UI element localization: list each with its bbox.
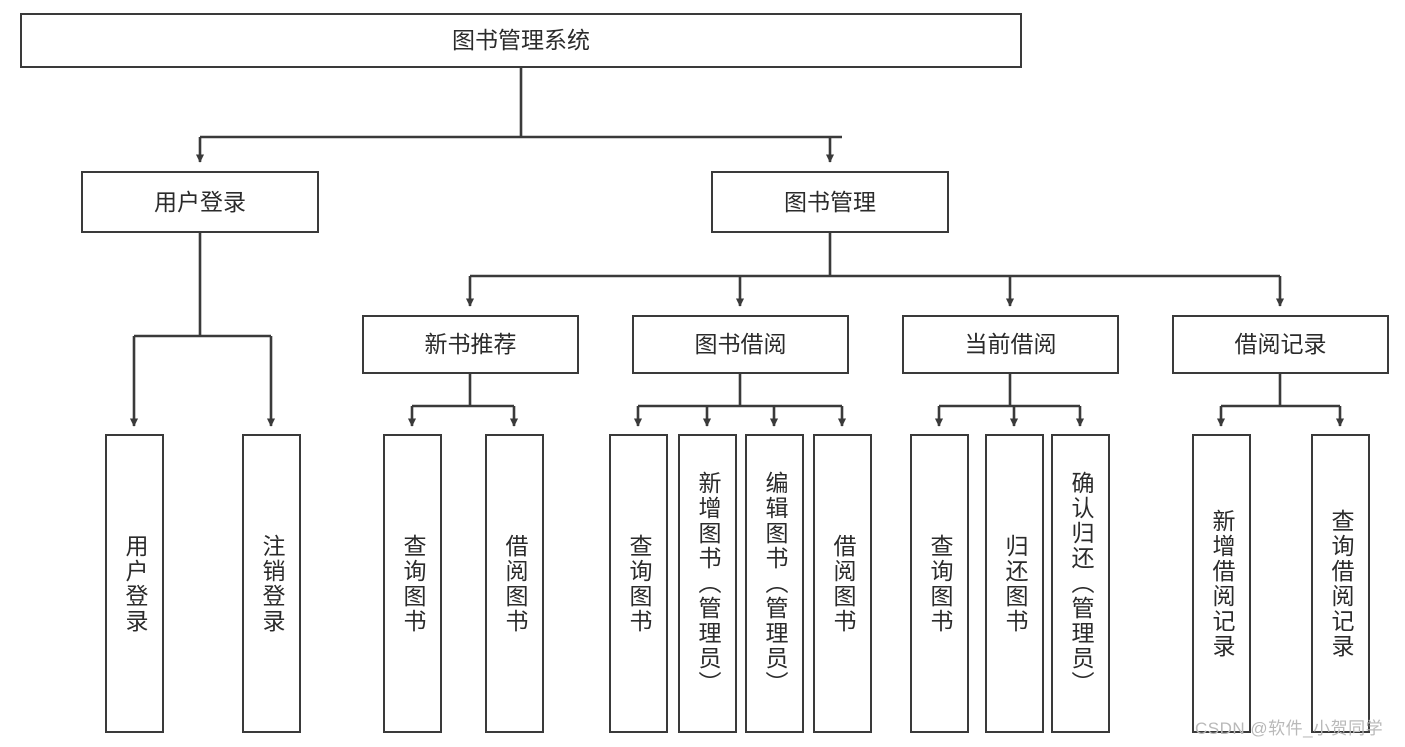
node-leaf-record-query[interactable]: 查询借阅记录 [1311,434,1370,733]
node-borrow-records[interactable]: 借阅记录 [1172,315,1389,374]
node-leaf-borrow-query[interactable]: 查询图书 [609,434,668,733]
node-label: 新书推荐 [424,331,517,358]
node-label: 借阅图书 [502,533,528,634]
node-leaf-record-add[interactable]: 新增借阅记录 [1192,434,1251,733]
node-leaf-borrow-do[interactable]: 借阅图书 [813,434,872,733]
node-label: 当前借阅 [964,331,1057,358]
node-label: 用户登录 [154,188,246,215]
node-book-management[interactable]: 图书管理 [711,171,949,233]
node-label: 新增借阅记录 [1209,508,1235,659]
node-label: 图书借阅 [694,331,787,358]
node-label: 确认归还（管理员） [1068,471,1094,696]
node-label: 查询借阅记录 [1328,508,1354,659]
node-new-book-recommend[interactable]: 新书推荐 [362,315,579,374]
node-user-login[interactable]: 用户登录 [81,171,319,233]
node-label: 归还图书 [1002,533,1028,634]
node-label: 查询图书 [400,533,426,634]
node-leaf-borrow-add-book[interactable]: 新增图书（管理员） [678,434,737,733]
node-label: 新增图书（管理员） [695,471,721,696]
node-leaf-current-return[interactable]: 归还图书 [985,434,1044,733]
node-root-system[interactable]: 图书管理系统 [20,13,1022,68]
node-label: 图书管理系统 [452,27,590,54]
node-leaf-newbook-borrow[interactable]: 借阅图书 [485,434,544,733]
node-label: 借阅图书 [830,533,856,634]
node-label: 查询图书 [626,533,652,634]
node-label: 注销登录 [259,533,285,634]
node-current-borrow[interactable]: 当前借阅 [902,315,1119,374]
node-leaf-current-query[interactable]: 查询图书 [910,434,969,733]
node-label: 查询图书 [927,533,953,634]
csdn-watermark: CSDN @软件_小贺同学 [1195,719,1384,738]
node-label: 用户登录 [122,533,148,634]
node-label: 借阅记录 [1234,331,1327,358]
node-leaf-user-login[interactable]: 用户登录 [105,434,164,733]
node-label: 图书管理 [784,188,876,215]
node-leaf-current-confirm-return[interactable]: 确认归还（管理员） [1051,434,1110,733]
node-label: 编辑图书（管理员） [762,471,788,696]
node-leaf-newbook-query[interactable]: 查询图书 [383,434,442,733]
node-leaf-borrow-edit-book[interactable]: 编辑图书（管理员） [745,434,804,733]
node-book-borrow[interactable]: 图书借阅 [632,315,849,374]
node-leaf-user-logout[interactable]: 注销登录 [242,434,301,733]
